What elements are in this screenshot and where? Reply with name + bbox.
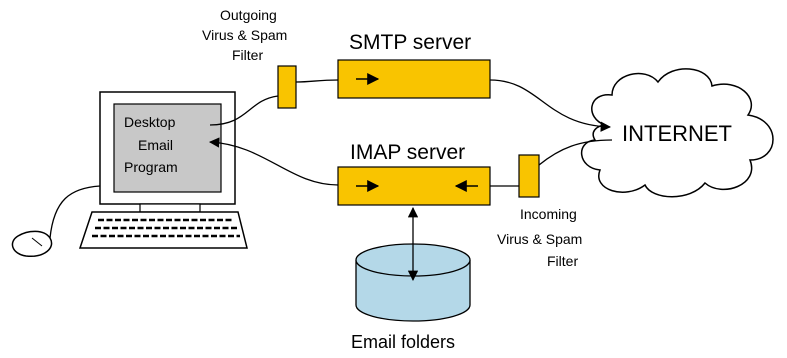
line-imap-to-computer (208, 137, 339, 186)
email-folders-database: Email folders (351, 243, 471, 352)
outgoing-filter-box (277, 65, 297, 109)
line-outgoing-to-smtp (295, 79, 339, 83)
incoming-filter: Incoming Virus & Spam Filter (497, 154, 582, 269)
outgoing-filter-label-1: Outgoing (220, 7, 277, 23)
smtp-server-label: SMTP server (349, 31, 471, 54)
incoming-filter-label-1: Incoming (520, 206, 577, 222)
desktop-program-label-3: Program (124, 159, 178, 175)
mouse-cable (49, 185, 101, 239)
internet-cloud: INTERNET (580, 68, 774, 198)
email-folders-label: Email folders (351, 332, 455, 352)
desktop-program-label-2: Email (138, 137, 173, 153)
smtp-server: SMTP server (337, 31, 491, 99)
desktop-computer: Desktop Email Program (11, 91, 248, 257)
outgoing-filter: Outgoing Virus & Spam Filter (202, 7, 297, 109)
incoming-filter-label-3: Filter (547, 253, 578, 269)
connections (208, 79, 613, 282)
imap-server: IMAP server (337, 141, 491, 206)
desktop-program-label-1: Desktop (124, 114, 176, 130)
incoming-filter-box (518, 154, 540, 198)
outgoing-filter-label-2: Virus & Spam (202, 27, 287, 43)
internet-label: INTERNET (622, 121, 732, 146)
line-smtp-to-internet (489, 79, 612, 132)
mouse (11, 230, 53, 257)
imap-server-label: IMAP server (350, 141, 465, 164)
line-internet-to-incoming (538, 139, 613, 166)
monitor-screen (113, 103, 222, 193)
keyboard (78, 211, 248, 249)
line-computer-to-outgoing (209, 95, 279, 126)
outgoing-filter-label-3: Filter (232, 47, 263, 63)
incoming-filter-label-2: Virus & Spam (497, 231, 582, 247)
